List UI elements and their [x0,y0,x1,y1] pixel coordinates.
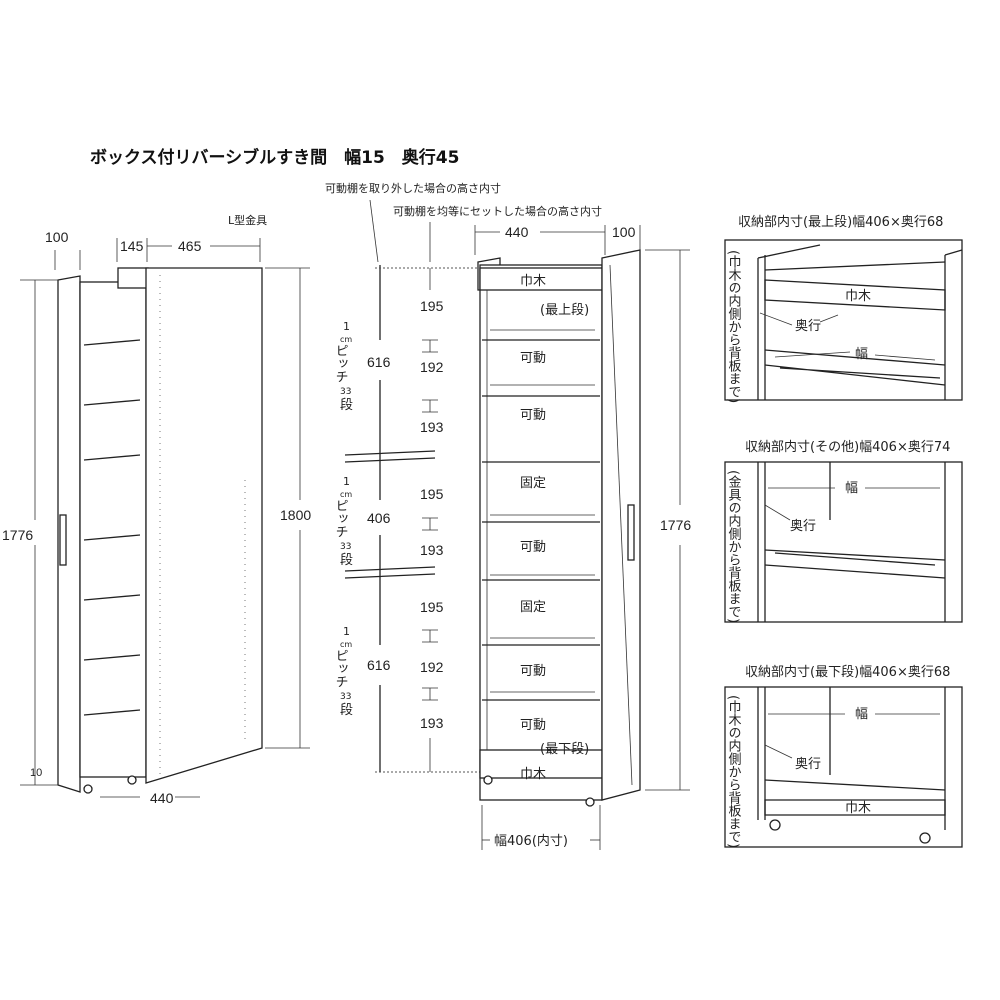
shelf-height: 193 [420,715,444,731]
pitch-text: ピッチ [333,649,348,688]
bracket-label: L型金具 [228,213,267,227]
detail-label-baseboard: 巾木 [845,801,871,816]
detail-label-depth: 奥行 [795,319,821,334]
detail-side-note: (金具の内側から背板まで) [726,470,742,623]
pitch-num: 1 [343,625,350,638]
dim-top-box: 145 [120,238,144,254]
pitch-count: 33 [340,692,351,702]
shelf-label: 可動 [520,540,546,555]
section-height: 616 [367,657,391,673]
pitch-num: 1 [343,475,350,488]
shelf-height: 193 [420,542,444,558]
detail-label-width: 幅 [845,481,858,496]
detail-label-width: 幅 [855,347,868,362]
left-open-view: L型金具 100 145 465 1800 1776 10 440 [2,213,311,806]
dim-top-front: 465 [178,238,202,254]
shelf-label: 巾木 [520,274,546,289]
shelf-height: 192 [420,659,444,675]
shelf-height: 195 [420,486,444,502]
dim-depth: 440 [150,790,174,806]
shelf-label: 可動 [520,408,546,423]
detail-side-note: (巾木の内側から背板まで) [726,695,742,848]
shelf-label: 巾木 [520,767,546,782]
detail-top-shelf: 収納部内寸(最上段)幅406×奥行68 (巾木の内側から背板まで) 巾木 奥行 … [724,214,963,403]
detail-side-note: (巾木の内側から背板まで) [726,250,742,403]
pitch-suffix: 段 [340,398,353,413]
shelf-label: (最下段) [540,742,589,757]
handle [627,504,635,561]
dim-inner-width: 幅406(内寸) [494,833,568,849]
dim-height-front: 1800 [280,507,311,523]
pitch-labels: 1 cm ピッチ 33 段 1 cm ピッチ 33 段 1 cm ピッチ 33 … [333,320,354,718]
detail-title: 収納部内寸(その他)幅406×奥行74 [745,439,950,455]
shelf-height: 195 [420,298,444,314]
pitch-count: 33 [340,387,351,397]
diagram-title: ボックス付リバーシブルすき間 幅15 奥行45 [90,147,459,168]
pitch-suffix: 段 [340,703,353,718]
detail-label-width: 幅 [855,707,868,722]
detail-label-depth: 奥行 [790,519,816,534]
section-height: 616 [367,354,391,370]
detail-bottom-shelf: 収納部内寸(最下段)幅406×奥行68 (巾木の内側から背板まで) 幅 奥行 巾… [724,664,963,848]
shelf-label: 固定 [520,476,546,491]
pitch-num: 1 [343,320,350,333]
shelf-label: 固定 [520,600,546,615]
pitch-count: 33 [340,542,351,552]
shelf-label: 可動 [520,351,546,366]
note-removed: 可動棚を取り外した場合の高さ内寸 [325,181,501,195]
pitch-suffix: 段 [340,553,353,568]
dim-bottom-gap: 10 [30,767,42,779]
shelf-label: 可動 [520,718,546,733]
pitch-text: ピッチ [333,344,348,383]
detail-other-shelves: 収納部内寸(その他)幅406×奥行74 (金具の内側から背板まで) 幅 奥行 [724,439,963,623]
handle [59,514,67,566]
pitch-text: ピッチ [333,499,348,538]
dim-width: 440 [505,224,529,240]
shelf-height: 195 [420,599,444,615]
shelf-label: (最上段) [540,303,589,318]
dim-height-side: 1776 [2,527,33,543]
front-view: 可動棚を取り外した場合の高さ内寸 可動棚を均等にセットした場合の高さ内寸 440… [325,181,691,850]
dim-side: 100 [612,224,636,240]
dim-height: 1776 [660,517,691,533]
shelf-height: 192 [420,359,444,375]
pitch-unit: cm [340,490,352,499]
detail-label-depth: 奥行 [795,757,821,772]
detail-label-baseboard: 巾木 [845,289,871,304]
pitch-unit: cm [340,640,352,649]
shelf-label: 可動 [520,664,546,679]
dim-top-side: 100 [45,229,69,245]
detail-title: 収納部内寸(最上段)幅406×奥行68 [738,214,943,230]
section-height: 406 [367,510,391,526]
pitch-unit: cm [340,335,352,344]
detail-title: 収納部内寸(最下段)幅406×奥行68 [745,664,950,680]
note-equal: 可動棚を均等にセットした場合の高さ内寸 [393,204,602,218]
shelf-height: 193 [420,419,444,435]
